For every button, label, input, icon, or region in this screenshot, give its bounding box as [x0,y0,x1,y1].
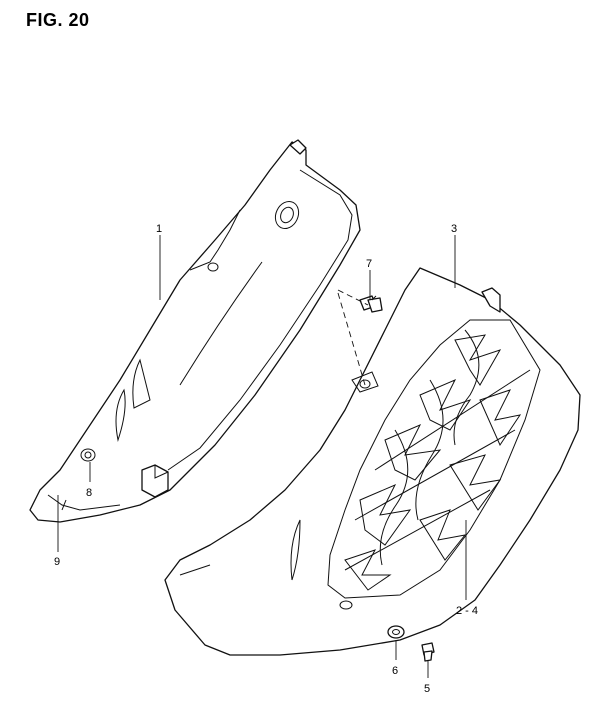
decal-pattern [344,329,531,591]
label-part-8: 8 [86,487,92,499]
label-part-5: 5 [424,683,430,695]
washer-6 [387,625,405,639]
label-part-2-4: 2 - 4 [456,605,478,617]
leader-lines [57,235,467,678]
label-part-6: 6 [392,665,398,677]
label-part-1: 1 [156,223,162,235]
figure-title: FIG. 20 [26,10,90,30]
label-part-7: 7 [366,258,372,270]
right-side-cover [164,267,581,656]
left-side-cover [29,139,361,523]
label-part-3: 3 [451,223,457,235]
screw-5 [421,642,435,662]
label-part-9: 9 [54,556,60,568]
bolt-7 [359,295,383,313]
